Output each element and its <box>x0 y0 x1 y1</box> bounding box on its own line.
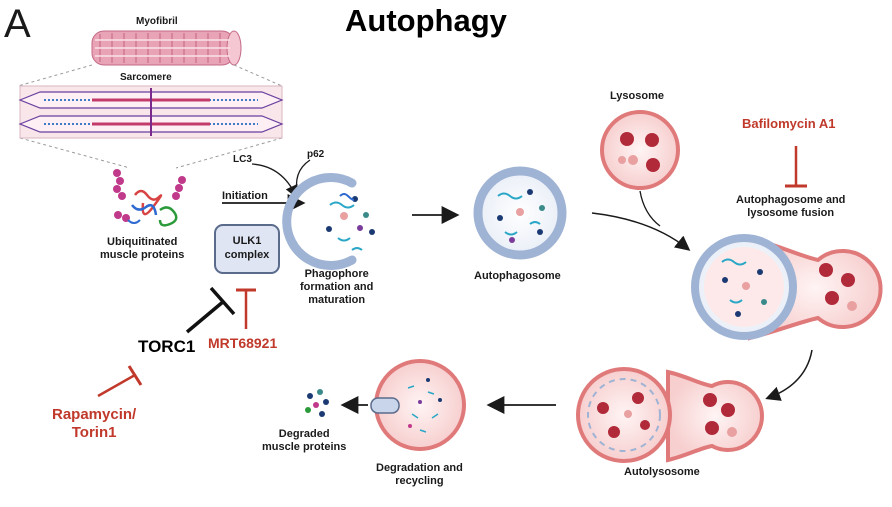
degradation-label-line1: Degradation and <box>376 462 463 474</box>
degradation-label-line2: recycling <box>395 475 444 488</box>
rapamycin-inhibits-torc1 <box>97 365 143 398</box>
autolysosome-label: Autolysosome <box>624 466 700 478</box>
degraded-label-line1: Degraded <box>278 428 330 440</box>
fusion-label-line2: lysosome fusion <box>747 207 835 220</box>
autophagosome-to-fusion-arrow <box>591 212 691 251</box>
ulk1-label-line2: complex <box>224 249 270 261</box>
ubiquitinated-label-line2: muscle proteins <box>100 249 185 262</box>
autolysosome-illustration <box>576 367 764 463</box>
phagophore-label-line3: maturation <box>308 294 366 307</box>
mrt68921-inhibits-ulk1 <box>236 288 256 329</box>
phagophore-label-line1: Phagophore <box>304 268 369 280</box>
autophagosome-label: Autophagosome <box>474 270 561 282</box>
fusion-vesicle-illustration <box>691 234 883 341</box>
ubiquitinated-label: Ubiquitinated muscle proteins <box>100 236 184 262</box>
diagram-title: Autophagy <box>345 3 507 38</box>
torc1-inhibits-ulk1 <box>185 286 236 334</box>
degradation-lysosome-illustration <box>370 359 466 451</box>
rapamycin-label-line2: Torin1 <box>71 424 117 441</box>
rapamycin-label-line1: Rapamycin/ <box>52 406 137 423</box>
sarcomere-illustration <box>18 85 284 139</box>
ulk1-label-line1: ULK1 <box>232 235 262 248</box>
lc3-label: LC3 <box>233 154 252 165</box>
autophagosome-illustration <box>473 166 567 260</box>
phagophore-illustration <box>282 173 380 270</box>
p62-label: p62 <box>307 149 325 160</box>
sarcomere-label: Sarcomere <box>120 72 172 83</box>
fusion-label: Autophagosome and lysosome fusion <box>736 194 845 220</box>
lysosome-to-fusion-arrow <box>639 190 661 227</box>
fusion-to-autolysosome-arrow <box>765 349 813 401</box>
lysosome-illustration <box>600 110 680 190</box>
degraded-proteins-illustration <box>305 389 329 417</box>
phagophore-label: Phagophore formation and maturation <box>300 268 373 308</box>
myofibril-illustration <box>91 30 242 66</box>
bafilomycin-label: Bafilomycin A1 <box>742 116 836 131</box>
bafilomycin-inhibits-fusion <box>785 146 807 188</box>
mrt68921-label: MRT68921 <box>208 335 278 351</box>
ubiquitinated-proteins-illustration <box>113 169 186 227</box>
rapamycin-torin1-label: Rapamycin/ Torin1 <box>52 406 136 442</box>
degradation-label: Degradation and recycling <box>376 462 463 488</box>
ulk1-complex-box: ULK1 complex <box>214 224 280 274</box>
myofibril-label: Myofibril <box>136 16 178 27</box>
zoom-lines <box>17 64 283 169</box>
degraded-proteins-label: Degraded muscle proteins <box>262 428 346 454</box>
lysosome-label: Lysosome <box>610 90 665 102</box>
ubiquitinated-label-line1: Ubiquitinated <box>107 236 178 248</box>
fusion-label-line1: Autophagosome and <box>736 194 846 206</box>
phagophore-label-line2: formation and <box>300 281 374 294</box>
panel-letter: A <box>4 2 31 46</box>
torc1-label: TORC1 <box>138 337 196 356</box>
degraded-label-line2: muscle proteins <box>262 441 347 454</box>
initiation-label: Initiation <box>222 190 268 202</box>
